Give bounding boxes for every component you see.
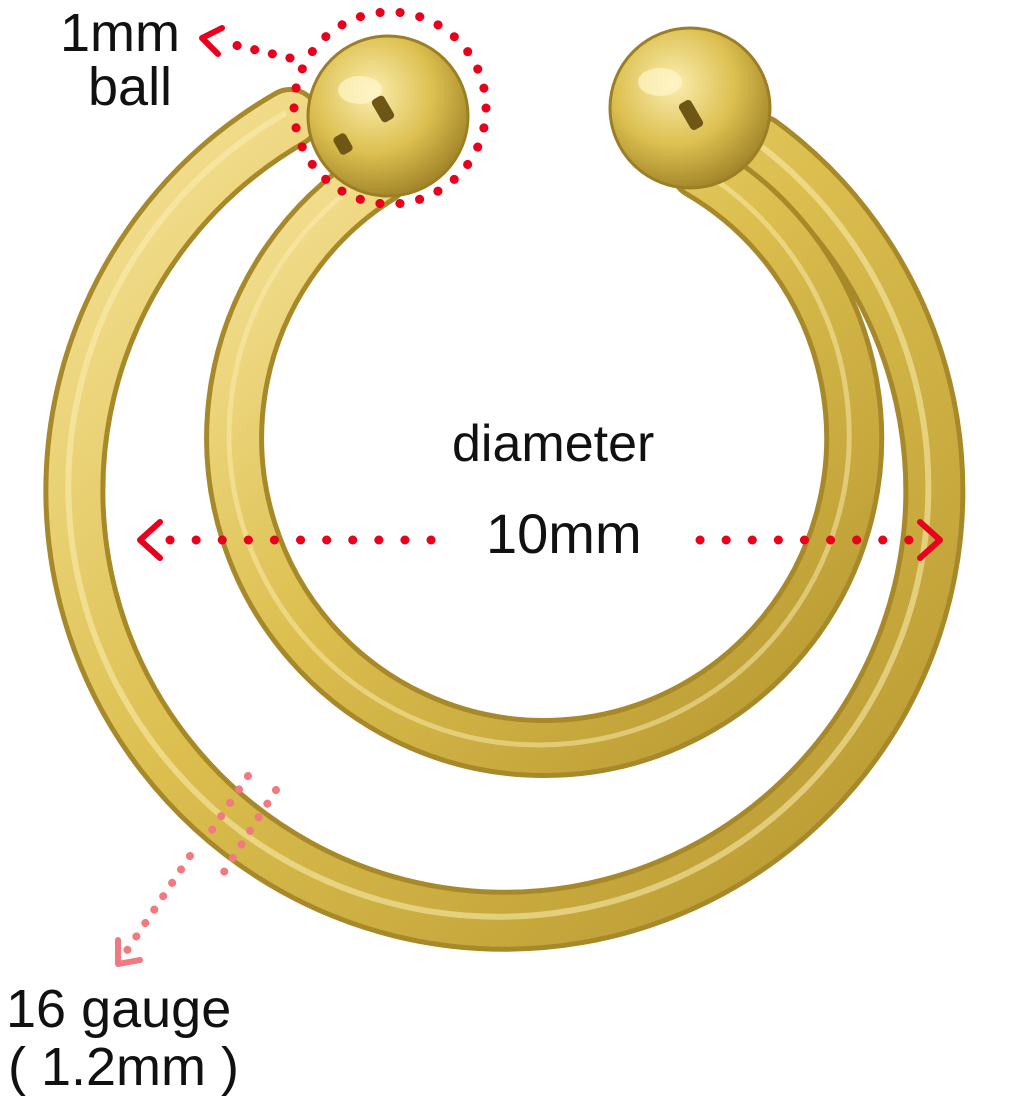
outer-ring bbox=[43, 87, 966, 952]
diameter-arrow bbox=[137, 519, 943, 561]
ball-left bbox=[306, 34, 470, 198]
inner-ring bbox=[204, 140, 885, 778]
ball-label: ball bbox=[88, 57, 173, 117]
gauge-pointer-arrow bbox=[115, 772, 280, 967]
gauge-label: 16 gauge bbox=[6, 979, 232, 1039]
diameter-value: 10mm bbox=[486, 502, 642, 565]
ball-highlight-circle bbox=[289, 7, 491, 209]
ball-right bbox=[608, 26, 772, 190]
gauge-value: ( 1.2mm ) bbox=[8, 1037, 240, 1097]
ball-pointer-arrow bbox=[199, 25, 295, 63]
diameter-label: diameter bbox=[452, 415, 655, 473]
ball-size-label: 1mm bbox=[60, 3, 180, 63]
